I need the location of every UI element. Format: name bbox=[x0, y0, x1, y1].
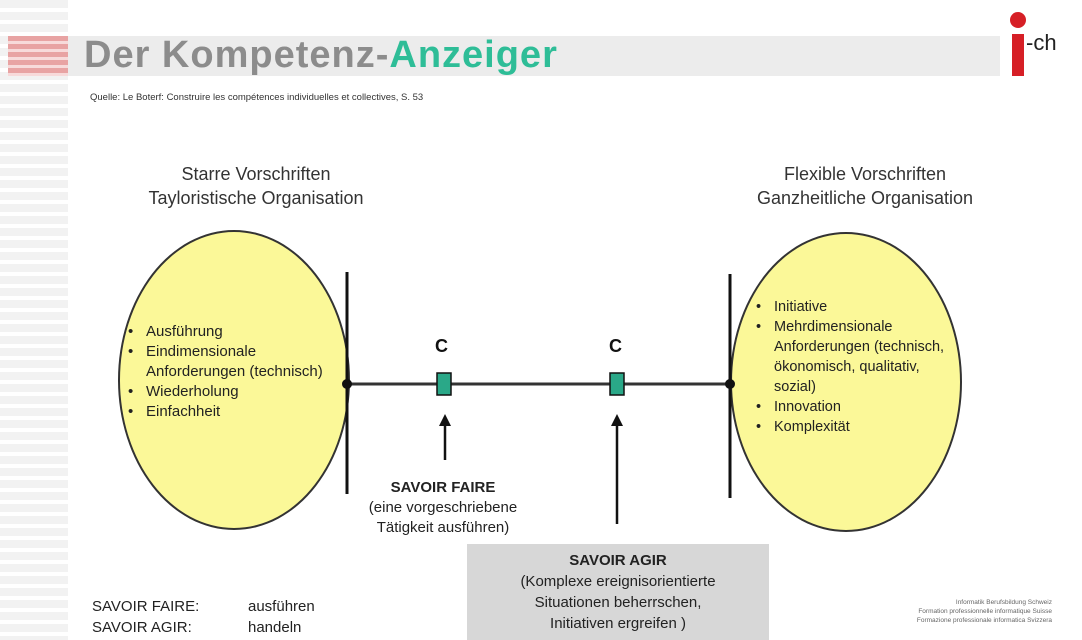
title-accent-decoration bbox=[8, 36, 68, 76]
left-heading-line2: Tayloristische Organisation bbox=[148, 188, 364, 208]
arrowhead-savoir-faire bbox=[439, 414, 451, 426]
right-heading-line1: Flexible Vorschriften bbox=[783, 164, 947, 184]
savoir-agir-caption: SAVOIR AGIR (Komplexe ereignisorientiert… bbox=[467, 550, 769, 634]
savoir-agir-line3: Initiativen ergreifen ) bbox=[550, 615, 686, 632]
left-bullet-item: Eindimensionale Anforderungen (technisch… bbox=[124, 342, 350, 382]
logo-bar bbox=[1012, 34, 1024, 76]
competence-marker-label-1: C bbox=[435, 336, 448, 356]
right-heading: Flexible Vorschriften Ganzheitliche Orga… bbox=[700, 162, 1030, 210]
savoir-agir-box bbox=[467, 544, 769, 640]
savoir-agir-title: SAVOIR AGIR bbox=[569, 552, 667, 569]
definition-term: SAVOIR FAIRE: bbox=[92, 598, 200, 615]
definition-meaning: handeln bbox=[248, 619, 302, 636]
source-citation: Quelle: Le Boterf: Construire les compét… bbox=[90, 92, 424, 103]
axis-left-endpoint bbox=[342, 379, 352, 389]
left-bullet-list: Ausführung Eindimensionale Anforderungen… bbox=[124, 322, 350, 422]
title-bar bbox=[68, 36, 1000, 76]
competence-marker-label-2: C bbox=[609, 336, 622, 356]
title-part-2: Anzeiger bbox=[389, 34, 558, 76]
footer-line1: Informatik Berufsbildung Schweiz bbox=[955, 599, 1052, 606]
definitions: SAVOIR FAIRE: ausführen SAVOIR AGIR: hande… bbox=[92, 596, 315, 638]
logo-text: -ch bbox=[1026, 30, 1057, 55]
logo-dot bbox=[1010, 12, 1026, 28]
definition-term: SAVOIR AGIR: bbox=[92, 619, 192, 636]
right-bullet-item: Initiative bbox=[752, 297, 962, 317]
definition-row: SAVOIR AGIR: handeln bbox=[92, 617, 315, 638]
right-bullet-item: Innovation bbox=[752, 397, 962, 417]
savoir-faire-title: SAVOIR FAIRE bbox=[390, 479, 496, 496]
footer-line2: Formation professionnelle informatique S… bbox=[918, 608, 1052, 615]
right-bullet-item: Komplexität bbox=[752, 417, 962, 437]
right-bullet-item: Mehrdimensionale Anforderungen (technisc… bbox=[752, 317, 962, 397]
marker-c1 bbox=[436, 372, 452, 396]
definition-row: SAVOIR FAIRE: ausführen bbox=[92, 596, 315, 617]
left-bullet-item: Wiederholung bbox=[124, 382, 350, 402]
right-heading-line2: Ganzheitliche Organisation bbox=[756, 188, 974, 208]
savoir-faire-caption: SAVOIR FAIRE (eine vorgeschriebene Tätig… bbox=[318, 478, 568, 538]
savoir-agir-line2: Situationen beherrschen, bbox=[534, 594, 702, 611]
footer-line3: Formazione professionale informatica Svi… bbox=[916, 617, 1052, 624]
savoir-faire-line2: Tätigkeit ausführen) bbox=[376, 519, 510, 536]
left-bullet-item: Einfachheit bbox=[124, 402, 350, 422]
title-part-1: Der Kompetenz- bbox=[84, 34, 390, 76]
left-heading: Starre Vorschriften Tayloristische Organ… bbox=[96, 162, 416, 210]
axis-right-endpoint bbox=[725, 379, 735, 389]
savoir-agir-line1: (Komplexe ereignisorientierte bbox=[520, 573, 716, 590]
arrowhead-savoir-agir bbox=[611, 414, 623, 426]
definition-meaning: ausführen bbox=[248, 598, 315, 615]
left-heading-line1: Starre Vorschriften bbox=[181, 164, 331, 184]
right-bullet-list: Initiative Mehrdimensionale Anforderunge… bbox=[752, 297, 962, 437]
savoir-faire-line1: (eine vorgeschriebene bbox=[368, 499, 518, 516]
footer-organization: Informatik Berufsbildung Schweiz Formati… bbox=[917, 598, 1052, 625]
page-title: Der Kompetenz-Anzeiger bbox=[84, 34, 558, 77]
i-ch-logo: -ch bbox=[1002, 10, 1072, 80]
left-stripe-decoration bbox=[0, 0, 68, 640]
marker-c2 bbox=[609, 372, 625, 396]
left-bullet-item: Ausführung bbox=[124, 322, 350, 342]
